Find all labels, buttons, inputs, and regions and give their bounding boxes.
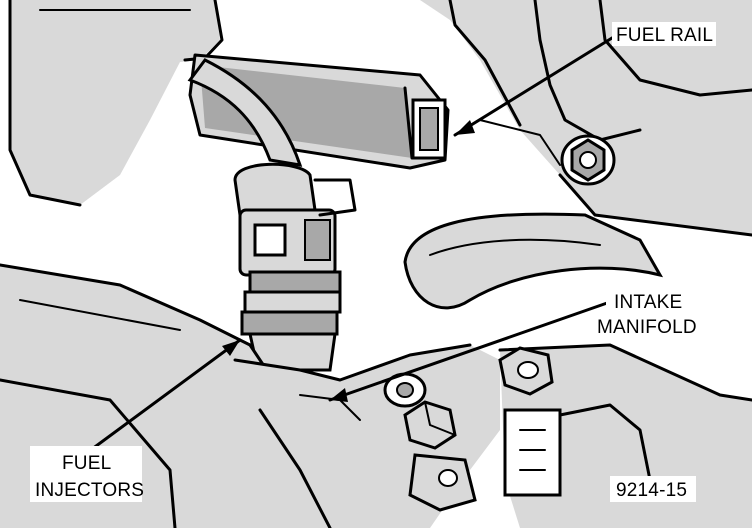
label-bg-fuel-rail <box>612 22 716 46</box>
figure-number: 9214-15 <box>616 480 687 501</box>
fuel-injector-barrel <box>240 270 342 372</box>
leader-fuel-injectors <box>86 338 242 454</box>
fuel-rail <box>188 53 450 170</box>
label-bg-intake-manifold <box>606 290 710 340</box>
engine-block-upper-right <box>420 0 752 237</box>
label-intake-manifold-line2: MANIFOLD <box>597 317 697 338</box>
leader-lines <box>86 36 614 454</box>
upper-left-housing <box>8 0 224 207</box>
arrowhead-fuel-rail <box>455 120 475 135</box>
label-fuel-rail: FUEL RAIL <box>616 25 713 46</box>
label-intake-manifold-line1: INTAKE <box>614 292 682 313</box>
hex-nut-lower <box>403 400 457 450</box>
mounting-stud <box>408 453 477 512</box>
leader-intake-manifold <box>328 300 612 402</box>
leader-fuel-rail <box>453 36 614 137</box>
label-bg-figure-number <box>610 476 696 502</box>
label-fuel-injectors-line1: FUEL <box>62 453 111 474</box>
arrowhead-intake-manifold <box>330 388 348 402</box>
arrowhead-fuel-injectors <box>222 340 240 356</box>
bolt-upper <box>560 134 616 186</box>
fuel-hose <box>187 58 303 167</box>
intake-manifold-runner <box>403 212 664 310</box>
label-bg-fuel-injectors <box>30 446 142 502</box>
label-fuel-injectors-line2: INJECTORS <box>35 480 144 501</box>
injector-connector <box>233 162 357 277</box>
